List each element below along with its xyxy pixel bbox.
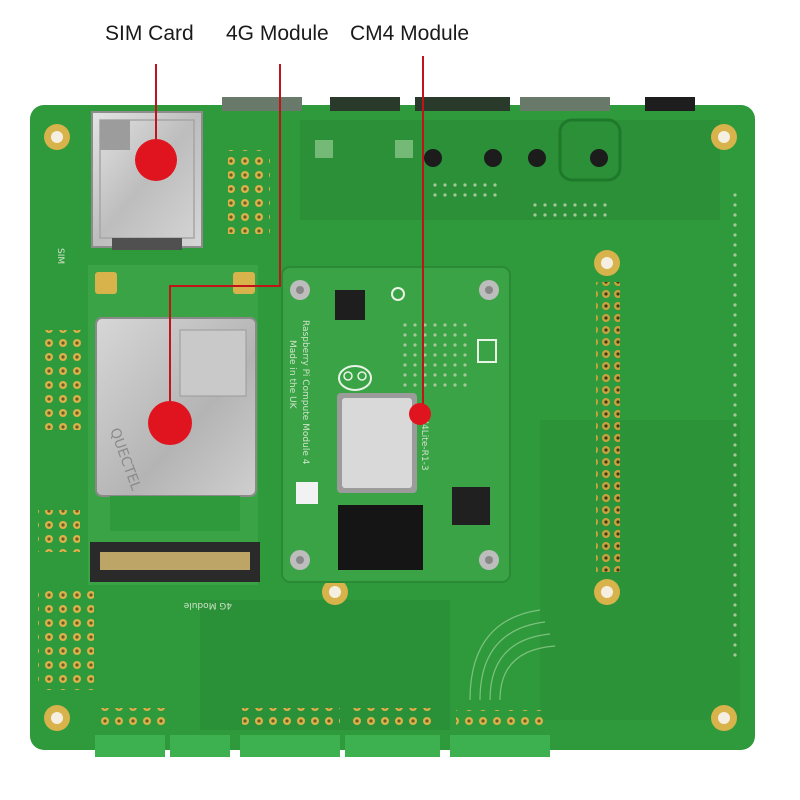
sim-card-label: SIM Card (105, 22, 194, 45)
trace-fan (469, 609, 556, 701)
bottom-right-pads (456, 710, 546, 728)
pcb-region-right (540, 420, 740, 720)
top-connector-3 (415, 97, 510, 111)
top-vias-2 (430, 178, 500, 198)
silk-cm4-line2: Made in the UK (287, 340, 297, 410)
left-pads-1 (42, 330, 84, 430)
top-connector-1 (222, 97, 302, 111)
bottom-pads-1 (96, 708, 166, 726)
bottom-terminal-3 (240, 735, 340, 757)
silk-sim: SIM (55, 248, 65, 264)
bottom-terminal-5 (450, 735, 550, 757)
callout-dot-icon (148, 401, 192, 445)
gpio-header (596, 282, 620, 572)
callout-dot-icon (409, 403, 431, 425)
cm4-board (281, 266, 511, 583)
silk-cm4-rev: CM4Lite-R1-3 (419, 410, 429, 471)
sim-card-holder (91, 111, 203, 250)
mounting-holes (44, 124, 737, 731)
bottom-pads-2 (242, 708, 340, 726)
callout-leaders (155, 56, 424, 410)
right-edge-vias (728, 190, 738, 660)
top-vias (530, 198, 610, 218)
callout-dot-icon (135, 139, 177, 181)
sim-pads (228, 150, 270, 234)
bottom-terminal-1 (95, 735, 165, 757)
top-components (315, 118, 622, 182)
pcb-region-top (300, 120, 720, 220)
silk-4g-module: 4G Module (183, 600, 232, 610)
cm4-module-label: CM4 Module (350, 22, 470, 45)
silk-cm4-line1: Raspberry Pi Compute Module 4 (300, 320, 310, 465)
bottom-terminal-4 (345, 735, 440, 757)
top-connector-4 (520, 97, 610, 111)
4g-module-label: 4G Module (226, 22, 329, 45)
raspberry-logo-icon (338, 365, 372, 391)
ce-mark-icon (391, 287, 405, 301)
left-pads-2 (38, 510, 80, 552)
bottom-pads-3 (350, 708, 434, 726)
top-connector-5 (645, 97, 695, 111)
fc-mark-icon (477, 339, 497, 363)
left-pads-3 (38, 590, 94, 690)
top-connector-2 (330, 97, 400, 111)
bottom-terminal-2 (170, 735, 230, 757)
